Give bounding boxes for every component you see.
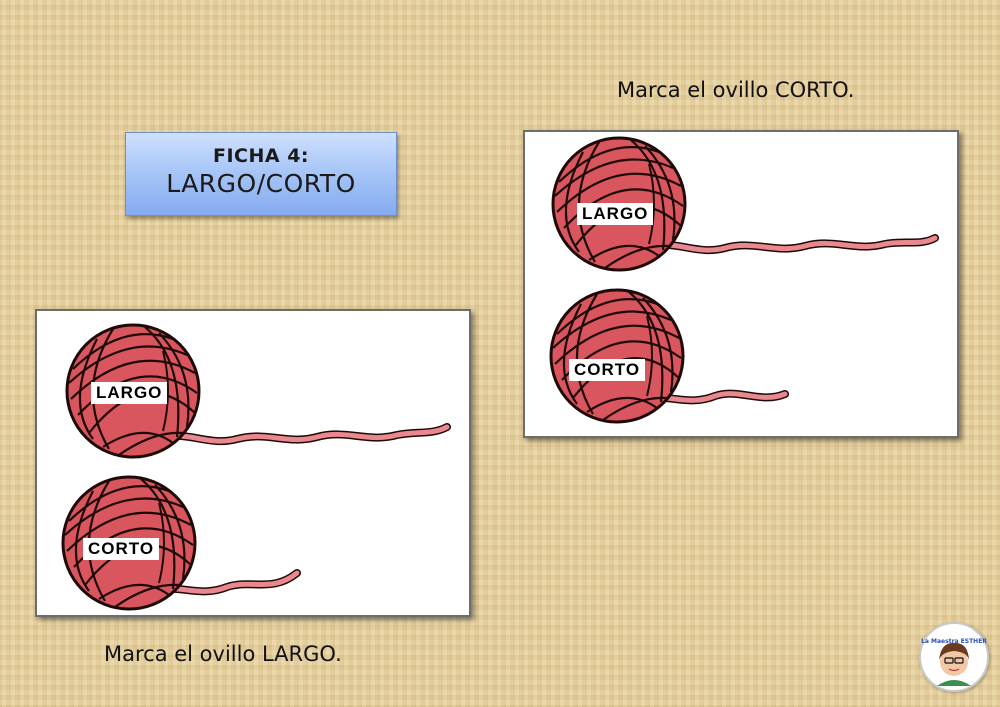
title-line-2: LARGO/CORTO — [166, 169, 356, 198]
title-box: FICHA 4: LARGO/CORTO — [125, 132, 397, 216]
teacher-logo: La Maestra ESTHER — [919, 622, 989, 692]
option-label-corto: CORTO — [569, 359, 646, 381]
yarn-ball-corto[interactable] — [61, 475, 301, 611]
yarn-ball-largo[interactable] — [65, 323, 451, 459]
exercise-card-largo: LARGO CORTO — [35, 309, 471, 617]
yarn-ball-icon — [549, 288, 685, 424]
teacher-avatar-icon — [937, 642, 971, 686]
option-label-largo: LARGO — [91, 382, 168, 404]
option-label-largo: LARGO — [577, 203, 654, 225]
exercise-card-corto: LARGO CORTO — [523, 130, 959, 438]
yarn-ball-corto[interactable] — [549, 288, 789, 424]
yarn-ball-largo[interactable] — [551, 136, 939, 272]
title-line-1: FICHA 4: — [212, 145, 310, 167]
option-label-corto: CORTO — [83, 538, 160, 560]
instruction-corto: Marca el ovillo CORTO. — [617, 78, 855, 102]
instruction-largo: Marca el ovillo LARGO. — [104, 642, 342, 666]
logo-text: La Maestra ESTHER — [921, 638, 987, 645]
